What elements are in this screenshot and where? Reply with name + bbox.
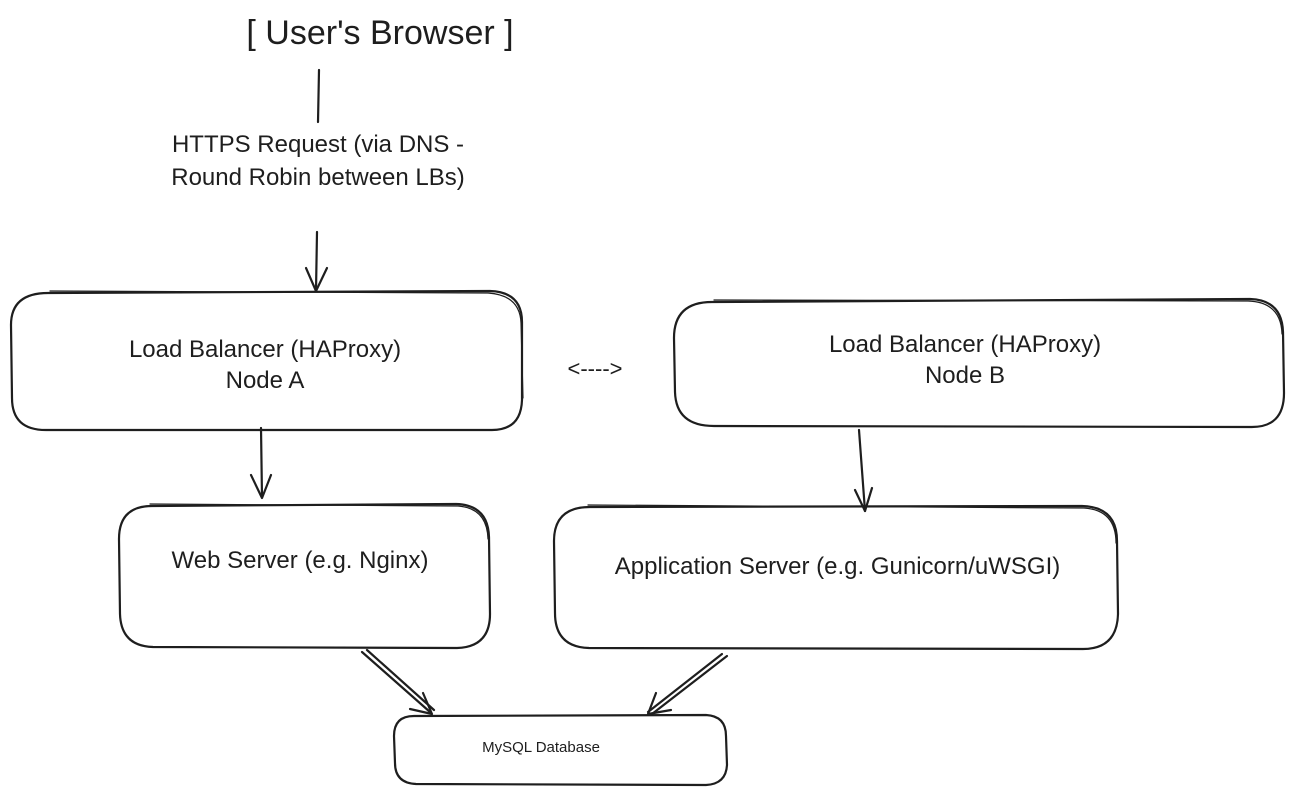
lb-link-label: <----> bbox=[567, 356, 623, 381]
lb-node-b-label: Load Balancer (HAProxy) Node B bbox=[680, 329, 1250, 391]
mysql-database-box[interactable] bbox=[392, 713, 729, 787]
lb-node-a-line1: Load Balancer (HAProxy) bbox=[128, 336, 402, 363]
lb-node-b-box[interactable] bbox=[672, 297, 1286, 429]
lb-node-a-line2: Node A bbox=[225, 367, 305, 394]
app-server-box[interactable] bbox=[552, 504, 1120, 651]
request-edge-label: HTTPS Request (via DNS - Round Robin bet… bbox=[150, 128, 486, 194]
web-server-box[interactable] bbox=[117, 502, 492, 650]
lb-node-b-line2: Node B bbox=[924, 362, 1006, 389]
lb-node-b-line1: Load Balancer (HAProxy) bbox=[828, 331, 1102, 358]
app-to-db-arrow bbox=[646, 652, 729, 716]
app-server-label: Application Server (e.g. Gunicorn/uWSGI) bbox=[614, 553, 1061, 580]
diagram-title: [ User's Browser ] bbox=[246, 14, 514, 52]
lb-a-to-web-arrow bbox=[249, 426, 273, 500]
browser-to-lb-a-arrow bbox=[304, 68, 329, 293]
lb-b-to-app-arrow bbox=[853, 428, 874, 513]
lb-node-a-label: Load Balancer (HAProxy) Node A bbox=[30, 334, 500, 396]
web-server-label: Web Server (e.g. Nginx) bbox=[171, 547, 429, 574]
web-to-db-arrow bbox=[360, 648, 436, 716]
lb-node-a-box[interactable] bbox=[9, 289, 524, 432]
mysql-database-label: MySQL Database bbox=[482, 739, 600, 756]
